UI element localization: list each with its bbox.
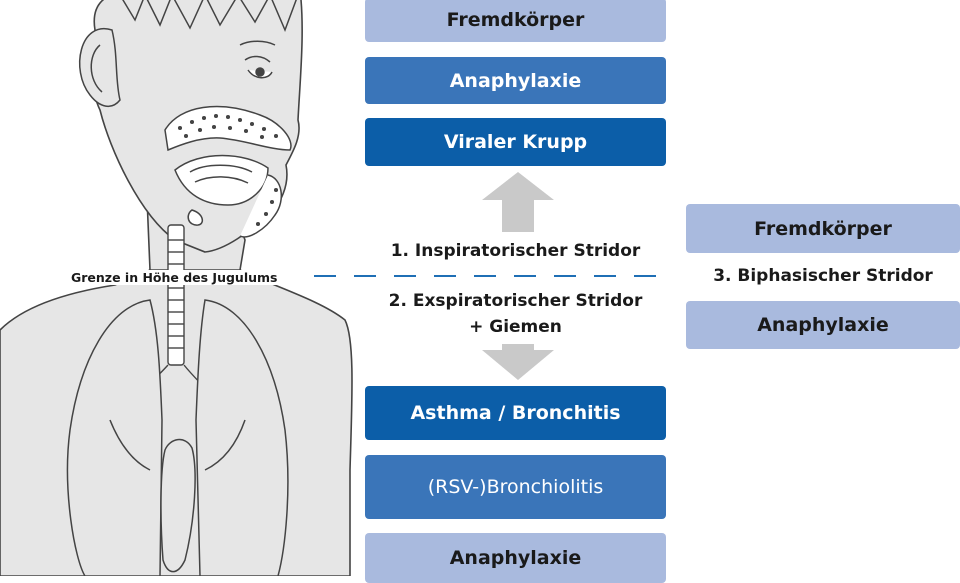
inspiratory-cause-foreign-body: Fremdkörper [365, 0, 666, 42]
expiratory-cause-asthma-bronchitis: Asthma / Bronchitis [365, 386, 666, 440]
lungs [66, 299, 289, 576]
expiratory-cause-anaphylaxis: Anaphylaxie [365, 533, 666, 583]
tongue [174, 154, 283, 238]
biphasic-cause-foreign-body: Fremdkörper [686, 204, 960, 253]
hair [122, 0, 297, 33]
eye [239, 40, 276, 79]
biphasic-stridor-label: 3. Biphasischer Stridor [713, 266, 933, 286]
ear [78, 27, 121, 107]
biphasic-cause-anaphylaxis: Anaphylaxie [686, 301, 960, 349]
heart [160, 438, 196, 573]
arrow-up [482, 172, 554, 232]
expiratory-wheezing-label: + Giemen [469, 317, 562, 337]
arrow-down [482, 344, 554, 380]
inspiratory-cause-anaphylaxis: Anaphylaxie [365, 57, 666, 104]
inspiratory-stridor-label: 1. Inspiratorischer Stridor [390, 241, 641, 261]
expiratory-stridor-label: 2. Exspiratorischer Stridor [388, 291, 643, 311]
nasal-cavity [164, 105, 292, 152]
inspiratory-cause-viral-croup: Viraler Krupp [365, 118, 666, 166]
boundary-label: Grenze in Höhe des Jugulums [70, 270, 279, 285]
expiratory-cause-bronchiolitis: (RSV-)Bronchiolitis [365, 455, 666, 519]
